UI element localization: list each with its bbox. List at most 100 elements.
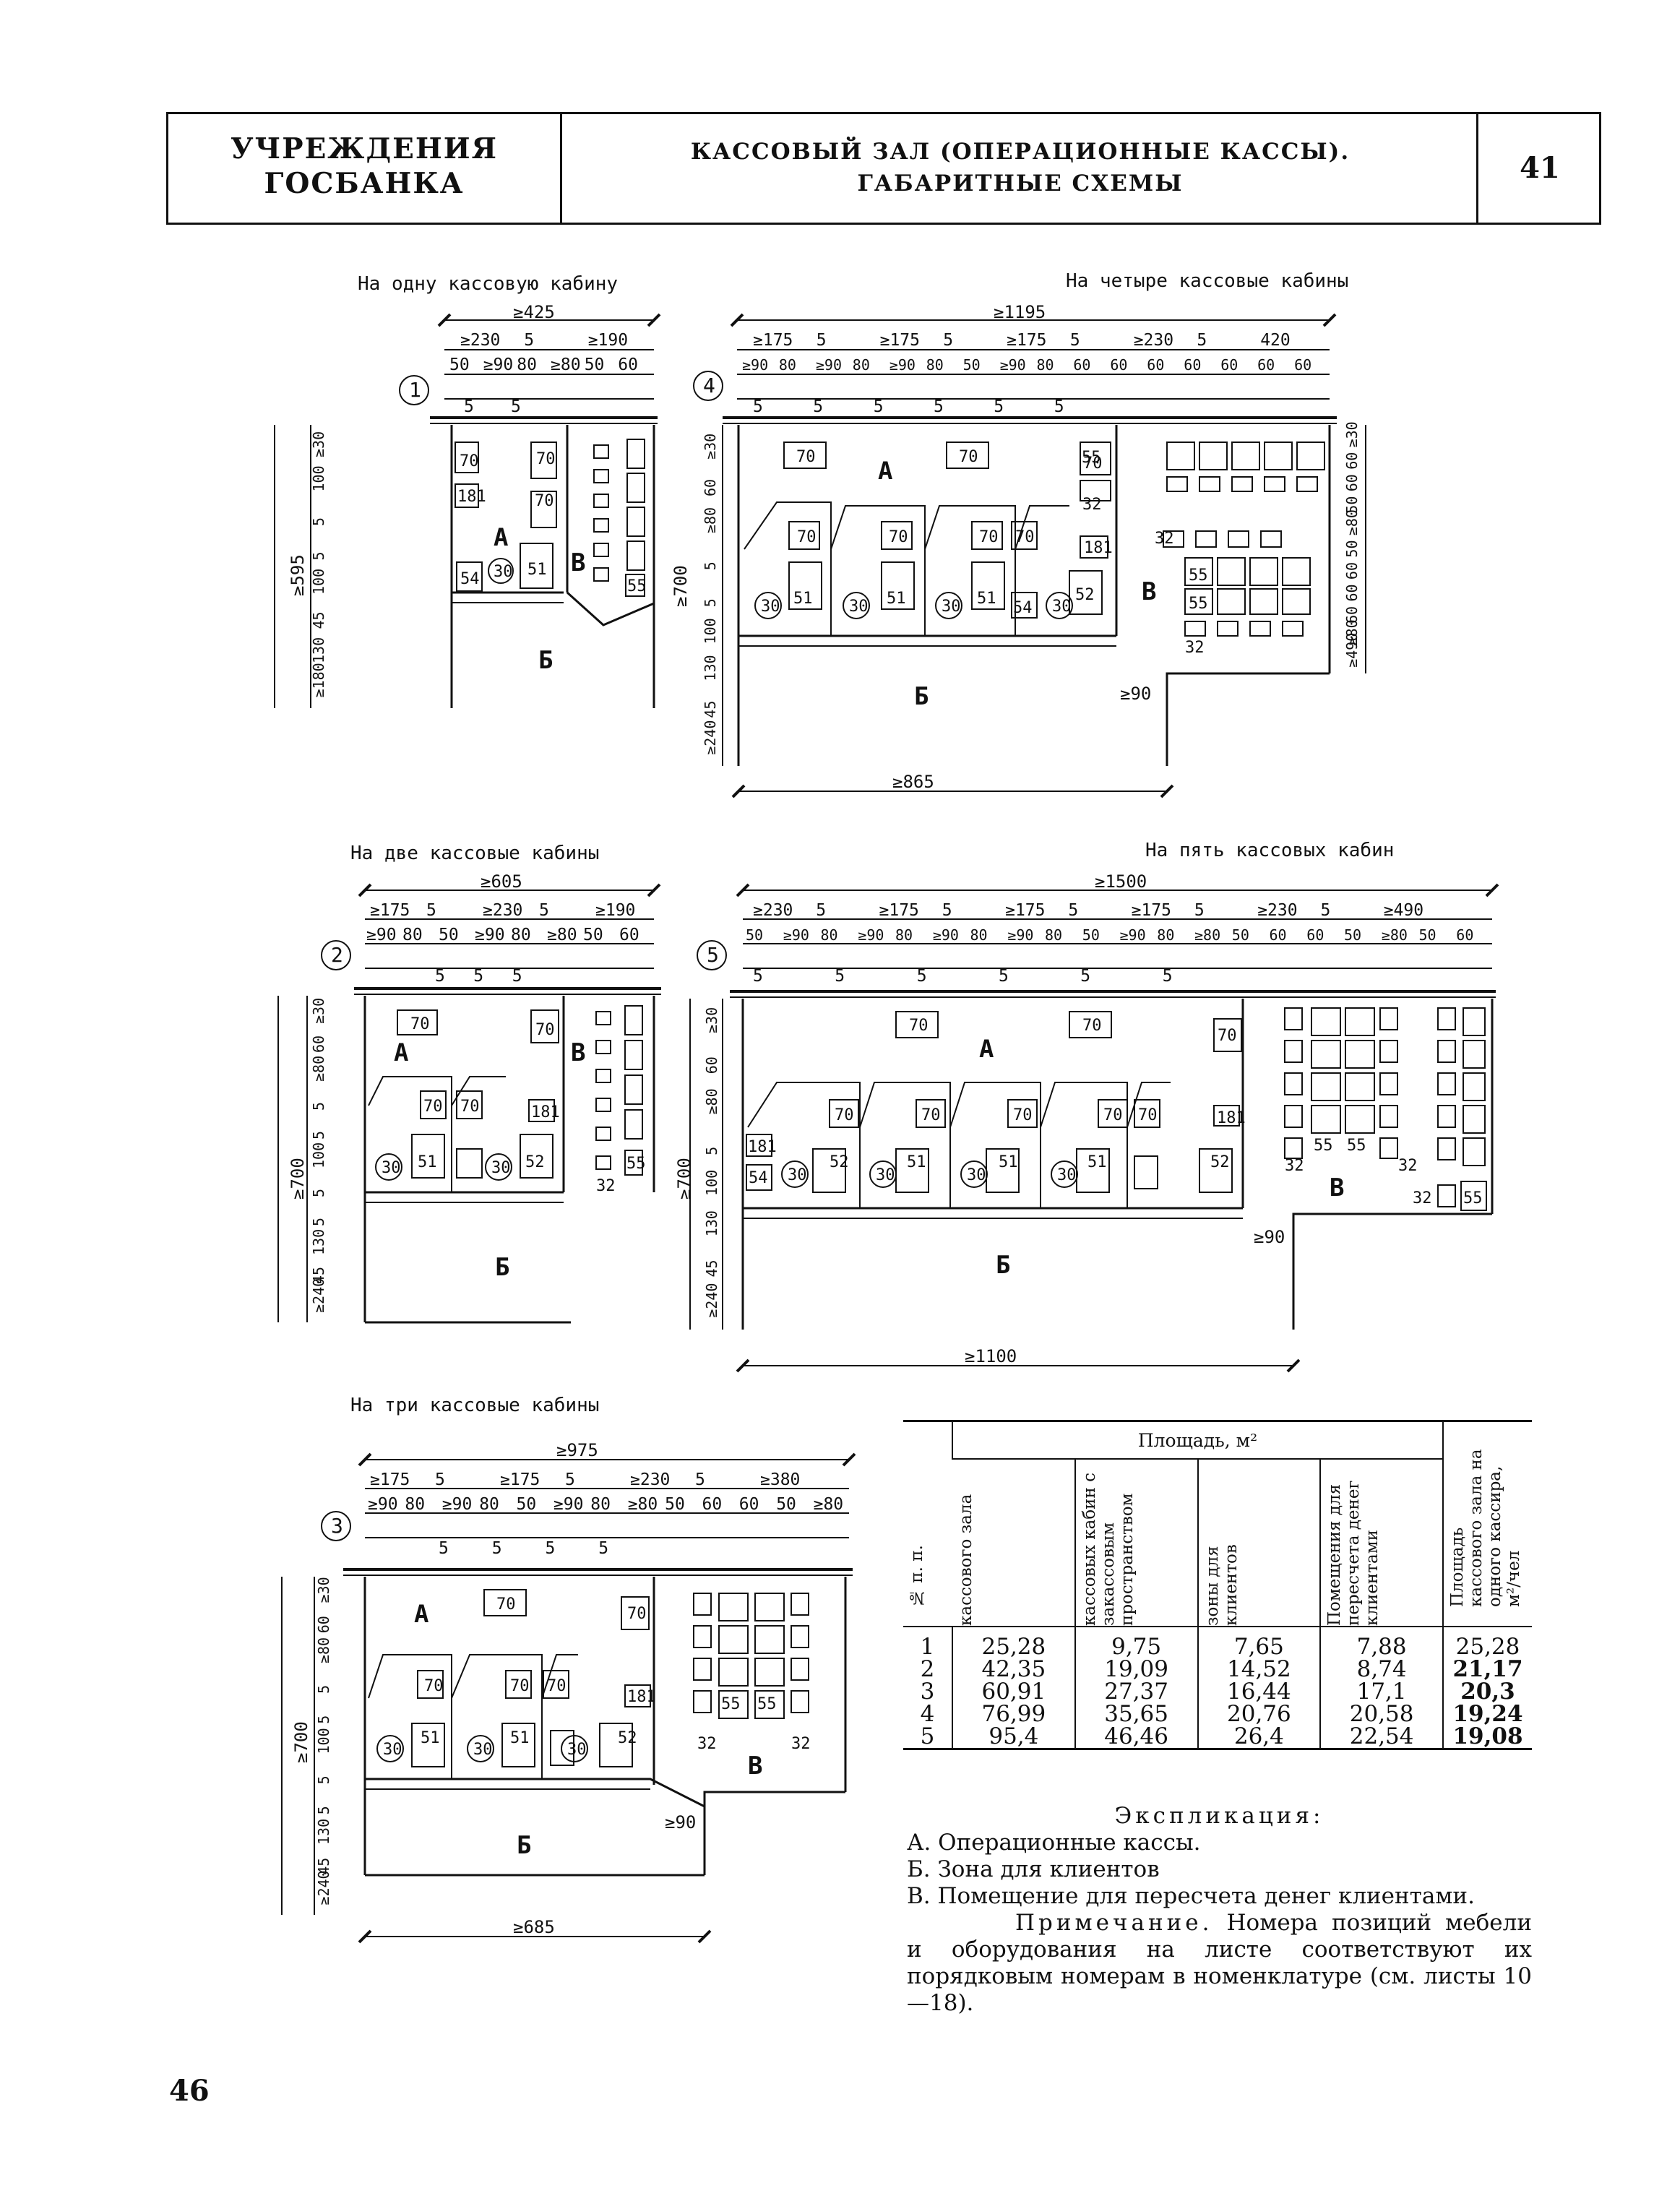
- table-cell: 95,4: [952, 1726, 1075, 1748]
- scheme-2-overall-width: ≥605: [481, 871, 522, 892]
- dimension-label: 60: [1220, 356, 1238, 374]
- table-cell: 9,75: [1074, 1626, 1198, 1658]
- dimension-label: 50: [1082, 926, 1100, 944]
- dimension-label: 5: [315, 1685, 332, 1694]
- scheme-4-zone-v: В: [1142, 577, 1156, 606]
- dimension-label: 50: [1419, 926, 1436, 944]
- dimension-label: ≥30: [310, 431, 327, 457]
- furniture-number: 55: [1314, 1137, 1333, 1155]
- dimension-label: 60: [310, 1035, 327, 1053]
- dimension-label: ≥90: [368, 1495, 398, 1514]
- dimension-label: 60: [619, 926, 639, 944]
- dimension-label: 5: [702, 561, 719, 570]
- scheme-5-overall-depth: ≥700: [674, 1158, 694, 1199]
- furniture-number: 70: [1083, 455, 1103, 473]
- scheme-1-overall-width: ≥425: [513, 302, 555, 322]
- sheet-title: КАССОВЫЙ ЗАЛ (ОПЕРАЦИОННЫЕ КАССЫ). ГАБАР…: [564, 114, 1478, 223]
- furniture-number: 70: [424, 1677, 444, 1695]
- dimension-label: ≥80: [628, 1495, 658, 1514]
- dimension-label: ≥175: [1005, 901, 1045, 920]
- dimension-label: ≥490: [1384, 901, 1423, 920]
- scheme-3-zone-b: Б: [517, 1831, 531, 1860]
- table-cell: 2: [920, 1656, 935, 1682]
- furniture-number: 70: [909, 1017, 929, 1035]
- table-cell: 4: [920, 1701, 935, 1727]
- dimension-label: ≥80: [702, 507, 719, 533]
- dimension-label: ≥240: [315, 1870, 332, 1905]
- dimension-label: 45: [315, 1858, 332, 1875]
- section-title: УЧРЕЖДЕНИЯ ГОСБАНКА: [168, 114, 562, 223]
- furniture-number: 30: [473, 1741, 493, 1759]
- scheme-3-overall-width: ≥975: [556, 1440, 598, 1460]
- scheme-5-zone-b: Б: [996, 1251, 1010, 1280]
- scheme-5-plan: [689, 883, 1499, 1373]
- dimension-label: 80: [895, 926, 913, 944]
- area-table: № п. п. Площадь, м² Площадь кассового за…: [903, 1420, 1532, 1750]
- table-cell: 25,28: [952, 1626, 1075, 1658]
- furniture-number: 181: [627, 1688, 656, 1706]
- dimension-label: 60: [703, 1056, 720, 1074]
- scheme-4-number: 4: [703, 374, 715, 397]
- furniture-number: 70: [410, 1015, 430, 1033]
- dimension-label: ≥190: [595, 901, 635, 920]
- dimension-label: 60: [702, 479, 719, 496]
- furniture-number: 54: [460, 570, 480, 588]
- dimension-label: ≥80: [1343, 619, 1361, 645]
- furniture-number: 55: [627, 577, 647, 595]
- dimension-label: 50: [1232, 926, 1249, 944]
- dimension-label: 5: [310, 1102, 327, 1111]
- furniture-number: 52: [1210, 1153, 1230, 1171]
- furniture-number: 51: [977, 590, 996, 608]
- scheme-2-zone-b: Б: [495, 1253, 509, 1282]
- dimension-label: 80: [853, 356, 870, 374]
- dimension-label: 5: [1070, 331, 1080, 350]
- explication-item-b: Б. Зона для клиентов: [907, 1856, 1160, 1882]
- dimension-label: ≥30: [702, 434, 719, 460]
- table-cell: 19,09: [1074, 1658, 1198, 1681]
- dimension-label: 5: [598, 1539, 608, 1558]
- dimension-label: 60: [1343, 474, 1361, 491]
- furniture-number: 51: [999, 1153, 1018, 1171]
- dimension-label: 5: [565, 1470, 575, 1489]
- dimension-label: 5: [999, 967, 1009, 986]
- dimension-label: 50: [1343, 496, 1361, 514]
- scheme-1-zone-a: А: [494, 523, 508, 552]
- dimension-label: 5: [539, 901, 549, 920]
- scheme-3-plan: [281, 1452, 856, 1944]
- dimension-label: 5: [435, 1470, 445, 1489]
- dimension-label: 5: [310, 1131, 327, 1140]
- table-cell: 42,35: [952, 1658, 1075, 1681]
- scheme-2-number: 2: [331, 943, 343, 967]
- scheme-3-number: 3: [331, 1514, 343, 1538]
- furniture-number: 52: [618, 1729, 637, 1747]
- furniture-number: 70: [835, 1106, 854, 1124]
- scheme-5-number: 5: [707, 943, 719, 967]
- dimension-label: 5: [942, 901, 952, 920]
- dimension-label: ≥80: [315, 1637, 332, 1663]
- dimension-label: 50: [439, 926, 459, 944]
- dimension-label: ≥180: [310, 663, 327, 697]
- furniture-number: 51: [1087, 1153, 1107, 1171]
- table-cell: 19,24: [1442, 1703, 1532, 1726]
- dimension-label: ≥90: [553, 1495, 584, 1514]
- furniture-number: 70: [979, 528, 999, 546]
- dimension-label: 5: [753, 397, 763, 416]
- scheme-3-side-step: ≥90: [665, 1812, 696, 1832]
- table-cell: 5: [920, 1723, 935, 1749]
- furniture-number: 70: [1013, 1106, 1033, 1124]
- explication-item-a: А. Операционные кассы.: [907, 1830, 1201, 1856]
- dimension-label: ≥80: [1343, 509, 1361, 535]
- furniture-number: 52: [830, 1153, 849, 1171]
- furniture-number: 30: [942, 598, 961, 616]
- furniture-number: 30: [761, 598, 780, 616]
- furniture-number: 30: [967, 1166, 986, 1184]
- dimension-label: 80: [479, 1495, 499, 1514]
- caption-scheme-5: На пять кассовых кабин: [1145, 840, 1395, 861]
- scheme-1-plan: [274, 313, 661, 708]
- dimension-label: 130: [315, 1819, 332, 1845]
- furniture-number: 30: [567, 1741, 587, 1759]
- furniture-number: 30: [383, 1741, 402, 1759]
- furniture-number: 30: [382, 1159, 401, 1177]
- dimension-label: 5: [310, 1218, 327, 1226]
- furniture-number: 70: [889, 528, 908, 546]
